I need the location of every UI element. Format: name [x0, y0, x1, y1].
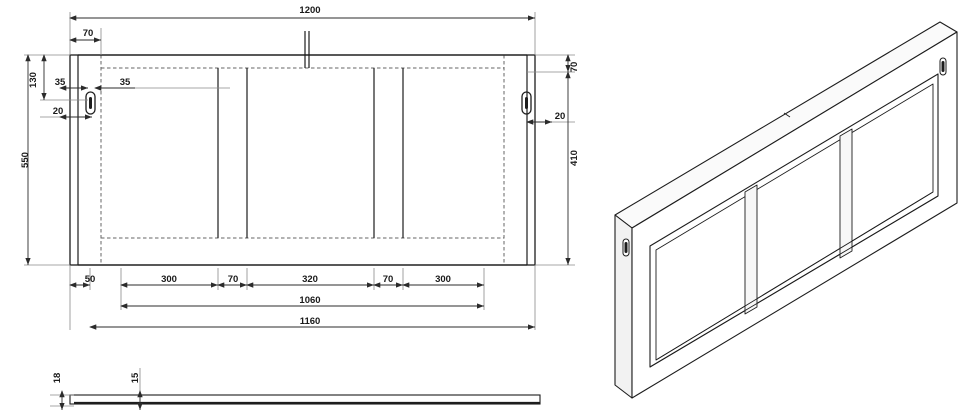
dimensions-group [24, 12, 575, 330]
label-70b: 70 [383, 274, 394, 285]
label-1160: 1160 [300, 316, 321, 327]
label-1060: 1060 [299, 295, 320, 306]
iso-top-joint [783, 112, 791, 118]
label-35-left: 35 [55, 77, 66, 88]
label-18: 18 [52, 373, 63, 384]
label-70a: 70 [228, 274, 239, 285]
iso-mullion-1 [744, 184, 758, 315]
label-15: 15 [130, 372, 141, 383]
iso-bottom-rail-line [655, 191, 934, 361]
mullions-group [217, 68, 404, 238]
top-center-joint [78, 31, 527, 68]
keyhole-outline-left [85, 91, 96, 115]
iso-mullion-2 [839, 128, 853, 259]
label-320: 320 [302, 274, 318, 285]
right-keyhole-slot [521, 91, 532, 115]
label-50: 50 [85, 274, 96, 285]
isometric-view-group [614, 21, 958, 399]
iso-keyhole-core-right [941, 61, 945, 72]
left-keyhole-slot [85, 91, 96, 115]
front-elevation-group [69, 31, 536, 266]
label-300a: 300 [161, 274, 177, 285]
keyhole-core-left [89, 97, 92, 109]
iso-keyhole-core-left [624, 242, 628, 253]
label-130: 130 [28, 72, 39, 88]
keyhole-outline-right [521, 91, 532, 115]
label-70-right: 70 [569, 62, 580, 73]
label-410: 410 [569, 150, 580, 166]
label-35-inner: 35 [120, 77, 131, 88]
label-550: 550 [20, 152, 31, 168]
label-300b: 300 [435, 274, 451, 285]
label-1200: 1200 [299, 5, 320, 16]
edge-section-group: 18 15 [50, 368, 541, 410]
dimension-labels: 1200 70 550 130 35 35 20 70 410 20 50 30… [20, 5, 580, 327]
label-20-left: 20 [53, 106, 64, 117]
label-20-right: 20 [555, 111, 566, 122]
label-70-top: 70 [83, 28, 94, 39]
iso-bottom-rail-line-2 [649, 195, 939, 368]
iso-keyhole-right [939, 57, 947, 76]
iso-keyhole-left [622, 238, 630, 257]
keyhole-core-right [525, 97, 528, 109]
